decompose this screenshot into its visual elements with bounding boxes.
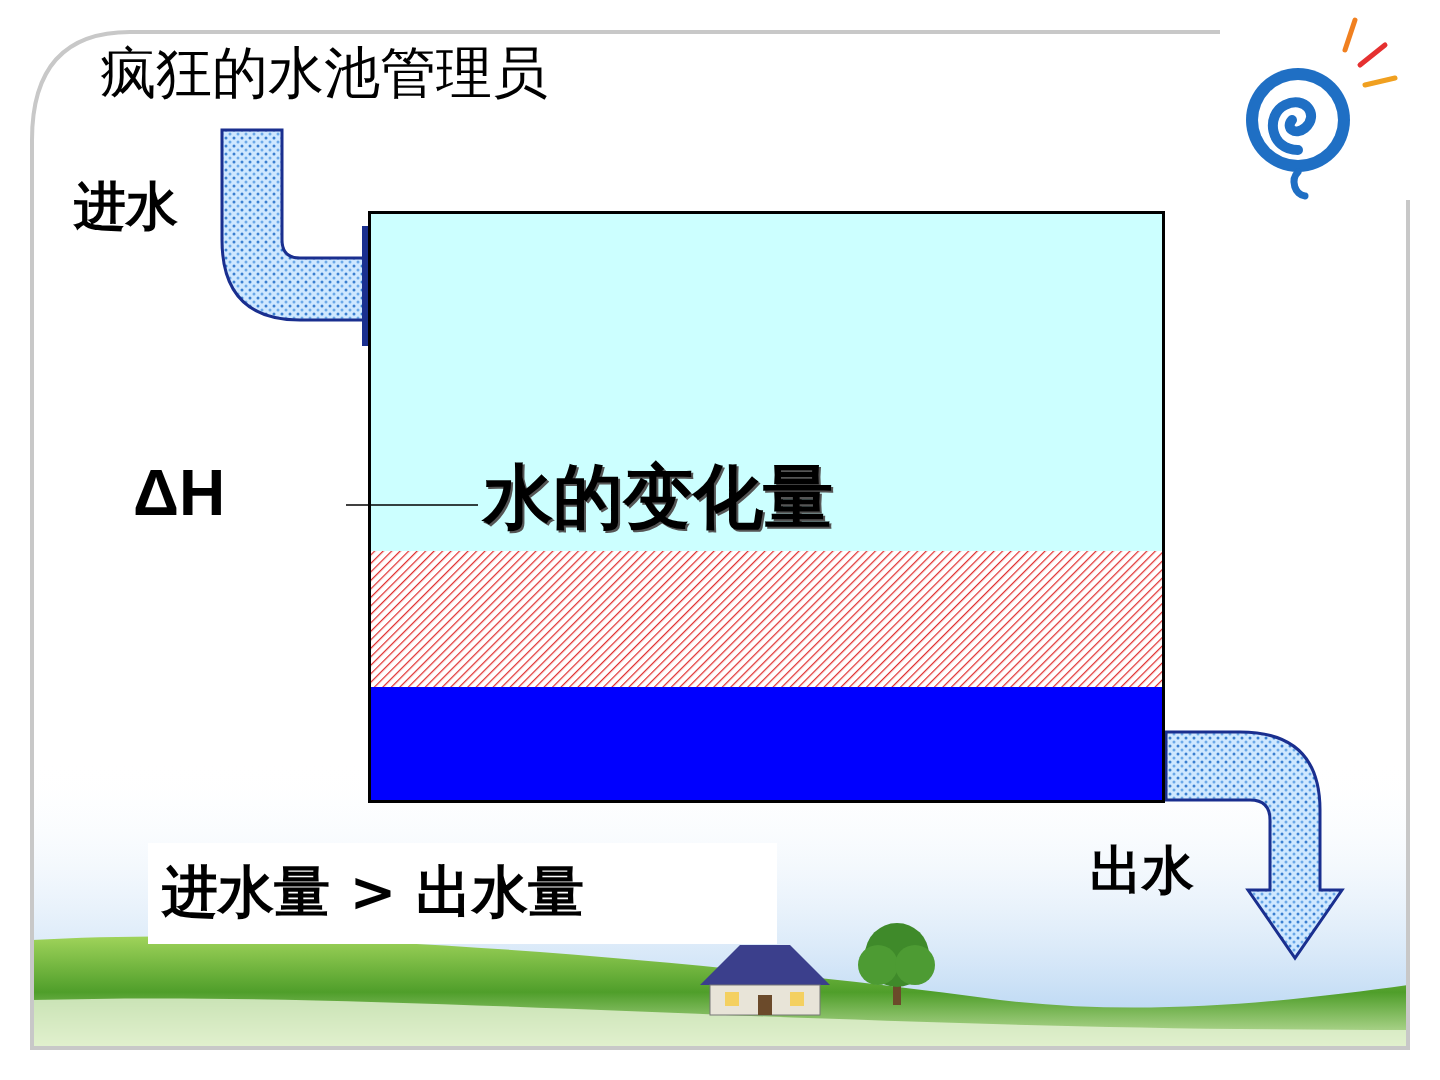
- delta-h-label: ΔH: [133, 458, 225, 528]
- water-change-band: [368, 551, 1165, 687]
- leader-line: [346, 504, 478, 506]
- inlet-pipe: [222, 130, 364, 320]
- comparison-box: 进水量 > 出水量: [148, 843, 777, 944]
- sky: [32, 760, 1408, 1050]
- grass: [32, 936, 1408, 1048]
- water-change-text: 水的变化量: [483, 459, 833, 536]
- slide-frame: [32, 32, 1408, 1048]
- slide-title: 疯狂的水池管理员: [100, 42, 548, 104]
- outlet-label: 出水: [1090, 842, 1194, 899]
- inlet-label: 进水: [74, 178, 178, 235]
- water-bottom: [368, 687, 1165, 803]
- logo-icon: [1246, 20, 1395, 196]
- water-tank: 水的变化量: [368, 211, 1165, 803]
- tank-water-top: [368, 211, 1165, 803]
- comparison-text: 进水量 > 出水量: [162, 861, 584, 923]
